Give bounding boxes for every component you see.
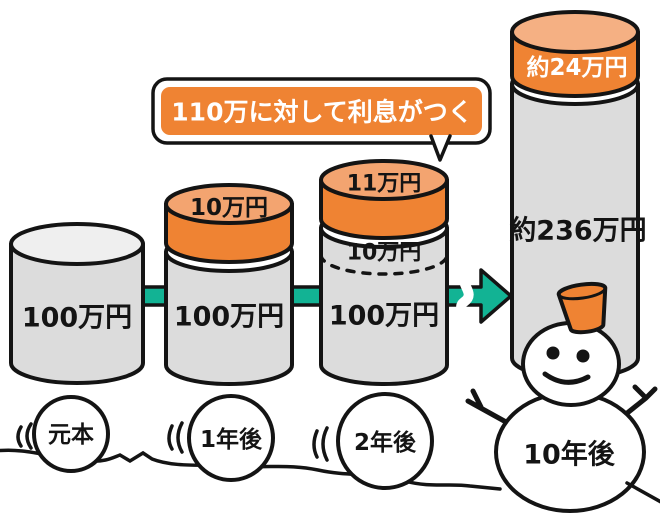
principal-label-stage1: 100万円 <box>22 303 132 334</box>
snowman-eye-left <box>546 346 560 360</box>
speech-bubble-tail <box>429 134 452 162</box>
motion-lines-year1 <box>167 421 184 454</box>
ground-line-right <box>625 481 660 504</box>
principal-label-stage3: 100万円 <box>329 301 439 332</box>
interest-label-year1: 10万円 <box>190 195 268 221</box>
prior-interest-dashed-line <box>319 253 449 276</box>
snowball-year1 <box>187 394 275 482</box>
snowball-year2 <box>336 392 434 490</box>
snowman-eye-right <box>576 349 590 363</box>
snowball-principal <box>32 395 110 473</box>
snowman-smile <box>542 371 591 385</box>
bubble-text: 110万に対して利息がつく <box>171 98 472 127</box>
time-label-principal: 元本 <box>48 422 94 448</box>
snowman-arm-left <box>465 388 509 425</box>
principal-label-stage4: 約236万円 <box>509 215 646 247</box>
time-label-year2: 2年後 <box>354 429 417 456</box>
interest-cap-year10 <box>510 10 640 98</box>
snowman-hat <box>556 281 608 335</box>
snowman-head <box>521 321 621 407</box>
cylinder-year2 <box>319 159 449 386</box>
interest-label-year10: 約24万円 <box>526 54 627 81</box>
time-label-year1: 1年後 <box>200 426 263 453</box>
motion-lines-year2 <box>312 426 329 462</box>
snowman <box>465 281 660 513</box>
interest-cap-year2 <box>319 159 449 240</box>
motion-lines <box>16 421 329 462</box>
cylinder-year1 <box>164 183 294 386</box>
prior-interest-label-year2: 10万円 <box>347 241 422 266</box>
interest-cap-year1 <box>164 183 294 264</box>
speech-bubble <box>151 77 492 162</box>
arrow-break-squiggle <box>456 267 474 325</box>
motion-lines-principal <box>16 422 33 450</box>
cylinder-principal <box>9 222 145 385</box>
interest-label-year2: 11万円 <box>347 172 422 197</box>
time-label-year10: 10年後 <box>523 439 616 471</box>
cylinder-year10 <box>510 10 640 380</box>
principal-label-stage2: 100万円 <box>174 302 284 333</box>
